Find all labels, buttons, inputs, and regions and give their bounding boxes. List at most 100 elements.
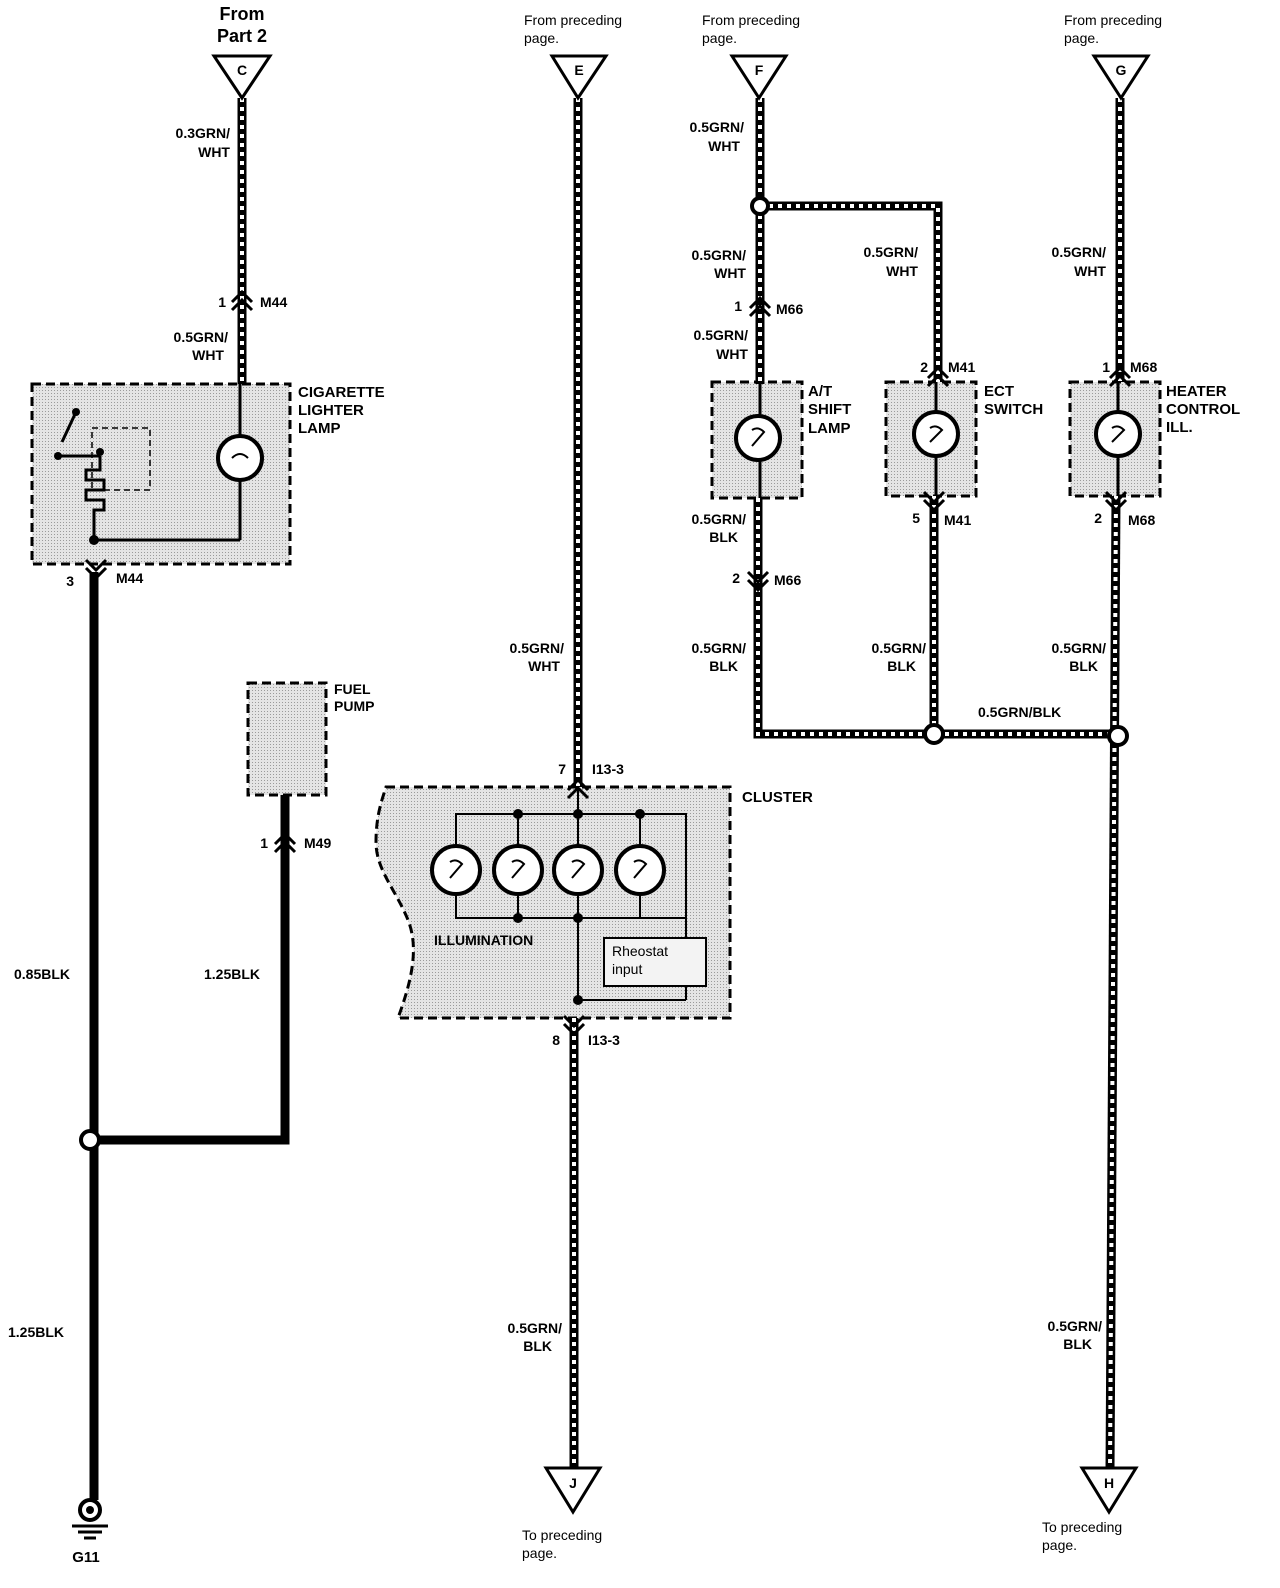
component-label: A/T (808, 383, 832, 400)
component-label: ILL. (1166, 419, 1193, 436)
at-shift-lamp-bulb (734, 384, 782, 498)
pin-label: 1 (218, 294, 226, 310)
connector-name: M44 (260, 294, 287, 310)
connector-letter: C (237, 62, 247, 78)
pin-label: 2 (920, 359, 928, 375)
pin-label: 2 (732, 570, 740, 586)
cigarette-lighter-internals (54, 384, 264, 545)
connector-f: F (729, 54, 789, 101)
note-h-line2: page. (1042, 1537, 1077, 1553)
component-label: LAMP (808, 420, 851, 437)
connector-name: M66 (776, 301, 803, 317)
wire-f (755, 98, 943, 384)
fuel-pump-box (246, 681, 328, 797)
component-label: CLUSTER (742, 789, 813, 806)
ground-label: G11 (72, 1549, 100, 1566)
component-label: ECT (984, 383, 1014, 400)
wire-label: WHT (1074, 263, 1106, 279)
wire-label: 0.5GRN/ (1052, 244, 1107, 260)
cluster-bulb (614, 844, 666, 896)
splice-points (79, 196, 1129, 1151)
connector-h: H (1079, 1466, 1139, 1515)
connector-g: G (1091, 54, 1151, 101)
pin-label: 1 (260, 835, 268, 851)
component-label: PUMP (334, 698, 374, 714)
heater-control-lamp (1094, 382, 1142, 496)
note-f-line1: From preceding (702, 12, 800, 28)
connector-letter: H (1104, 1475, 1114, 1491)
wire-label: 1.25BLK (8, 1324, 64, 1340)
pin-label: 3 (66, 573, 74, 589)
component-label: SHIFT (808, 401, 851, 418)
connector-letter: J (569, 1475, 577, 1491)
wire-label: 0.5GRN/BLK (978, 704, 1061, 720)
connector-letter: F (755, 62, 764, 78)
wire-label: 0.5GRN/ (174, 329, 229, 345)
wire-label: 0.5GRN/ (692, 511, 747, 527)
connector-name: M49 (304, 835, 331, 851)
wire-label: 0.5GRN/ (694, 327, 749, 343)
cluster-bulb (430, 844, 482, 896)
wire-label: 0.5GRN/ (692, 247, 747, 263)
wire-label: BLK (1069, 658, 1098, 674)
pin-label: 2 (1094, 510, 1102, 526)
wire-label: BLK (523, 1338, 552, 1354)
note-j-line1: To preceding (522, 1527, 602, 1543)
wire-fuel-pump (94, 795, 290, 1145)
connector-j: J (543, 1466, 603, 1515)
wire-label: BLK (709, 529, 738, 545)
component-label: Rheostat (612, 943, 668, 959)
note-h-line1: To preceding (1042, 1519, 1122, 1535)
connector-c: C (211, 54, 273, 101)
wire-label: WHT (192, 347, 224, 363)
wire-label: 0.5GRN/ (692, 640, 747, 656)
pin-label: 5 (912, 510, 920, 526)
wire-label: WHT (886, 263, 918, 279)
note-g-line2: page. (1064, 30, 1099, 46)
wire-label: 0.5GRN/ (510, 640, 565, 656)
note-j-line2: page. (522, 1545, 557, 1561)
wire-label: 0.85BLK (14, 966, 70, 982)
connector-name: M44 (116, 570, 143, 586)
connector-name: I13-3 (592, 761, 624, 777)
component-label: ILLUMINATION (434, 932, 533, 948)
note-c-line1: From (220, 4, 265, 24)
pin-label: 1 (734, 298, 742, 314)
rheostat-input-box (603, 937, 707, 987)
connector-name: M41 (948, 359, 975, 375)
component-label: input (612, 961, 642, 977)
wire-label: WHT (714, 265, 746, 281)
wire-label: 0.5GRN/ (872, 640, 927, 656)
cluster-bulb (492, 844, 544, 896)
pin-label: 7 (558, 761, 566, 777)
wire-label: 0.5GRN/ (508, 1320, 563, 1336)
wire-label: 1.25BLK (204, 966, 260, 982)
ect-switch-lamp (912, 382, 960, 496)
component-label: HEATER (1166, 383, 1227, 400)
note-g-line1: From preceding (1064, 12, 1162, 28)
component-label: CIGARETTE (298, 384, 385, 401)
component-label: CONTROL (1166, 401, 1240, 418)
connector-e: E (549, 54, 609, 101)
pin-label: 8 (552, 1032, 560, 1048)
wire-label: 0.3GRN/ (176, 125, 231, 141)
wire-label: 0.5GRN/ (864, 244, 919, 260)
wire-label: BLK (1063, 1336, 1092, 1352)
note-e-line1: From preceding (524, 12, 622, 28)
wire-label: WHT (528, 658, 560, 674)
cluster-bulb (552, 844, 604, 896)
wire-label: WHT (198, 144, 230, 160)
connector-name: M68 (1130, 359, 1157, 375)
wire-label: BLK (887, 658, 916, 674)
wire-label: 0.5GRN/ (1052, 640, 1107, 656)
connector-chevrons (84, 289, 1132, 1037)
connector-name: M41 (944, 512, 971, 528)
connector-name: I13-3 (588, 1032, 620, 1048)
wire-bus (753, 496, 1118, 739)
note-f-line2: page. (702, 30, 737, 46)
component-label: SWITCH (984, 401, 1043, 418)
connector-name: M68 (1128, 512, 1155, 528)
wire-label: WHT (708, 138, 740, 154)
cluster-internals (430, 787, 707, 1005)
